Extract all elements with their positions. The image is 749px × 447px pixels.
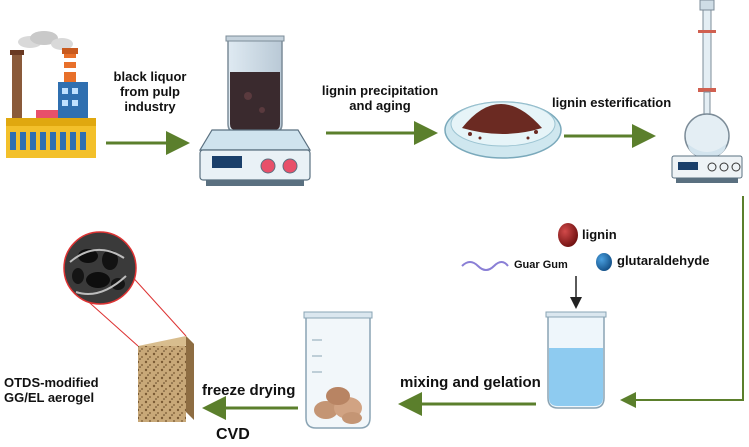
step-label-line: and aging xyxy=(349,97,411,113)
legend-lignin-label: lignin xyxy=(582,227,617,242)
lignin-legend-icon xyxy=(558,223,578,247)
magnetic-stirrer-icon xyxy=(198,35,312,186)
step-label-line: industry xyxy=(124,98,176,114)
guar-gum-legend-icon xyxy=(461,261,509,271)
step-label-line: lignin precipitation xyxy=(321,83,439,98)
lignin-dish-icon xyxy=(444,101,562,159)
glutaraldehyde-legend-icon xyxy=(596,253,612,271)
step-label-line: black liquor xyxy=(113,69,187,84)
step-label-cvd: CVD xyxy=(216,426,250,443)
product-label-line: OTDS-modified xyxy=(4,375,99,390)
step-label-precipitation: lignin precipitation and aging xyxy=(318,83,442,114)
legend-glutaraldehyde-label: glutaraldehyde xyxy=(617,253,710,268)
product-label: OTDS-modified GG/EL aerogel xyxy=(4,375,99,406)
factory-icon xyxy=(6,31,96,158)
mixing-beaker-icon xyxy=(545,311,607,409)
gel-beaker-icon xyxy=(303,311,373,429)
step-label-freeze-drying: freeze drying xyxy=(202,382,296,399)
reflux-apparatus-icon xyxy=(671,0,743,183)
step-label-line: from pulp xyxy=(120,83,180,99)
sem-micrograph-icon xyxy=(63,231,137,305)
arrow-4 xyxy=(620,196,744,408)
step-label-mixing: mixing and gelation xyxy=(400,374,541,391)
step-label-black-liquor: black liquor from pulp industry xyxy=(108,69,192,115)
step-label-esterification: lignin esterification xyxy=(552,95,672,110)
aerogel-block-icon xyxy=(81,271,194,422)
legend-guar-gum-label: Guar Gum xyxy=(514,259,568,271)
product-label-line: GG/EL aerogel xyxy=(4,389,95,405)
